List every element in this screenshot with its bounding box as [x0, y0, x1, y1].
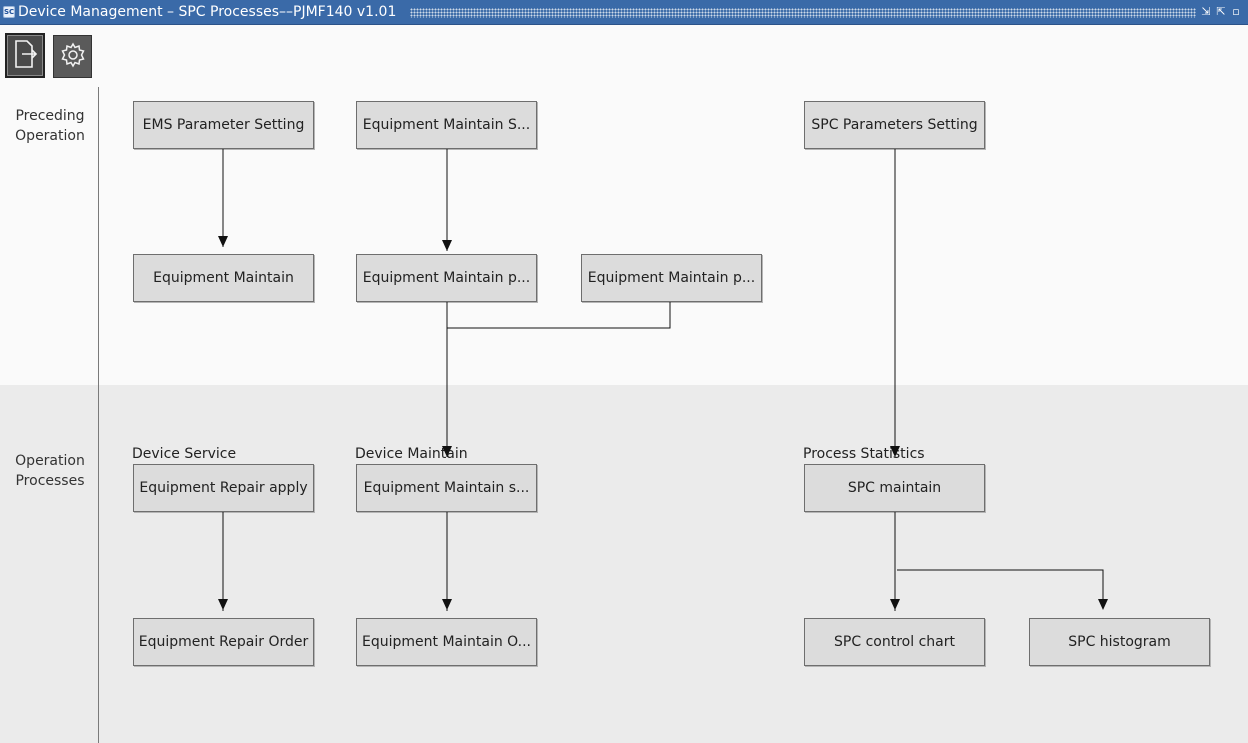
preceding-operation-label: Preceding Operation: [15, 108, 85, 144]
band-divider: [98, 87, 99, 743]
spc-parameters-setting-button[interactable]: SPC Parameters Setting: [804, 101, 985, 149]
operation-processes-label: Operation Processes: [15, 453, 85, 489]
restore-window-icon[interactable]: ⇱: [1216, 5, 1226, 18]
title-bar-grip[interactable]: [410, 8, 1196, 18]
equipment-repair-apply-button[interactable]: Equipment Repair apply: [133, 464, 314, 512]
preceding-operation-band: [0, 25, 1248, 385]
close-window-icon[interactable]: ▫: [1232, 5, 1240, 18]
gear-icon: [60, 41, 86, 72]
ems-parameter-setting-button[interactable]: EMS Parameter Setting: [133, 101, 314, 149]
device-maintain-label: Device Maintain: [355, 446, 468, 462]
equipment-maintain-s-button[interactable]: Equipment Maintain s...: [356, 464, 537, 512]
operation-processes-band: [0, 385, 1248, 743]
equipment-maintain-setting-button[interactable]: Equipment Maintain S...: [356, 101, 537, 149]
window-title: Device Management – SPC Processes––PJMF1…: [18, 4, 403, 21]
title-bar: SC Device Management – SPC Processes––PJ…: [0, 0, 1248, 25]
minimize-window-icon[interactable]: ⇲: [1201, 5, 1211, 18]
spc-histogram-button[interactable]: SPC histogram: [1029, 618, 1210, 666]
exit-icon: [12, 39, 38, 73]
app-icon: SC: [3, 6, 15, 18]
process-statistics-label: Process Statistics: [803, 446, 925, 462]
equipment-maintain-button[interactable]: Equipment Maintain: [133, 254, 314, 302]
device-service-label: Device Service: [132, 446, 237, 462]
equipment-maintain-plan-2-button[interactable]: Equipment Maintain p...: [581, 254, 762, 302]
equipment-maintain-order-button[interactable]: Equipment Maintain O...: [356, 618, 537, 666]
settings-button[interactable]: [53, 35, 92, 78]
equipment-maintain-plan-button[interactable]: Equipment Maintain p...: [356, 254, 537, 302]
equipment-repair-order-button[interactable]: Equipment Repair Order: [133, 618, 314, 666]
exit-button[interactable]: [5, 33, 45, 78]
spc-maintain-button[interactable]: SPC maintain: [804, 464, 985, 512]
spc-control-chart-button[interactable]: SPC control chart: [804, 618, 985, 666]
